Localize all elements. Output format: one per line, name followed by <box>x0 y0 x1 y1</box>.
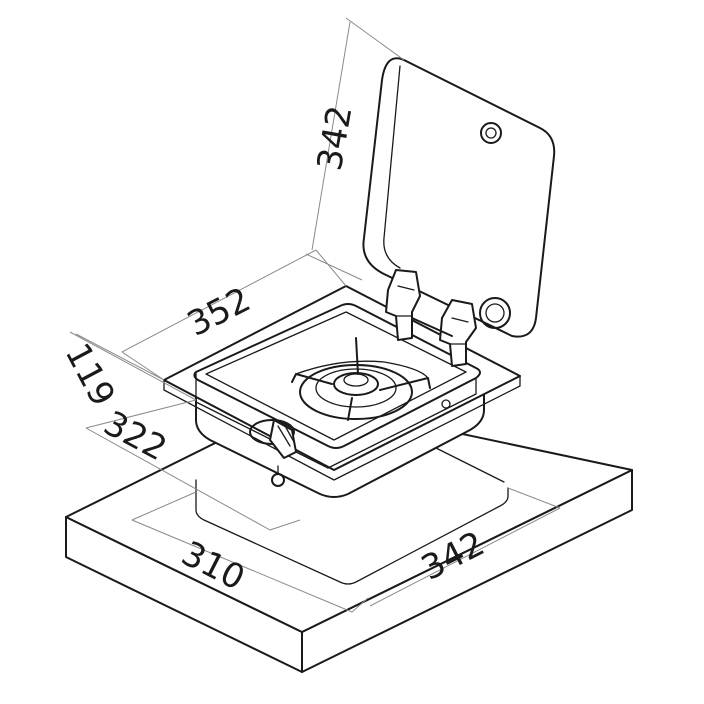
burner <box>291 337 431 421</box>
control-knob-ridges <box>277 423 295 447</box>
hob-basin-wall-right <box>327 377 477 469</box>
hinge-left <box>385 269 421 341</box>
burner-cap-top <box>343 373 369 387</box>
pan-support-ring <box>295 360 429 379</box>
hinge-right-detail <box>449 317 469 345</box>
cutout-left-edge <box>195 479 509 585</box>
lid-handle-hole-inner <box>485 127 497 139</box>
dim-ext-top-width <box>121 249 347 381</box>
burner-outer-ring <box>299 364 413 420</box>
dim-ext-lid-height <box>305 17 405 281</box>
dim-line-cutout-depth <box>131 519 353 613</box>
dim-label-top-depth: 322 <box>97 403 173 469</box>
dim-line-lid-height <box>311 21 351 251</box>
dim-line-top-width <box>121 249 317 353</box>
hob <box>163 285 521 498</box>
dim-line-side-height <box>75 333 165 381</box>
hob-frame-lip <box>163 375 521 481</box>
control-knob <box>269 419 297 459</box>
dim-line-cutout-width <box>369 507 561 607</box>
burner-ring <box>315 368 397 408</box>
dim-label-lid-height: 342 <box>310 103 361 174</box>
hinge-left-detail <box>395 285 415 317</box>
fittings <box>249 399 451 487</box>
lid <box>362 57 556 338</box>
lid-panel <box>362 57 556 338</box>
lid-knob-cover <box>479 297 511 329</box>
pan-support-front-arm <box>347 397 353 421</box>
dim-ext-cutout-width <box>507 487 561 509</box>
pan-support-back-arm <box>355 337 359 375</box>
dimension-lines <box>69 17 561 613</box>
hob-basin-inner-rim <box>205 311 467 441</box>
dim-ext-top-depth <box>85 399 301 531</box>
frame-screw <box>441 399 451 409</box>
lid-knob-cover-inner <box>485 303 505 323</box>
lid-panel-edge <box>383 65 401 269</box>
hinge-rod <box>411 317 453 337</box>
dim-ext-side-height <box>69 331 197 401</box>
dim-line-top-depth <box>85 427 271 531</box>
dim-ext-cutout-depth <box>131 491 369 613</box>
lid-handle-hole <box>480 122 502 144</box>
burner-cap <box>333 372 379 396</box>
hinges <box>385 269 477 367</box>
countertop <box>65 399 633 673</box>
dim-label-side-height: 119 <box>57 337 123 413</box>
dim-label-top-width: 352 <box>181 280 257 345</box>
hinge-right <box>439 299 477 367</box>
